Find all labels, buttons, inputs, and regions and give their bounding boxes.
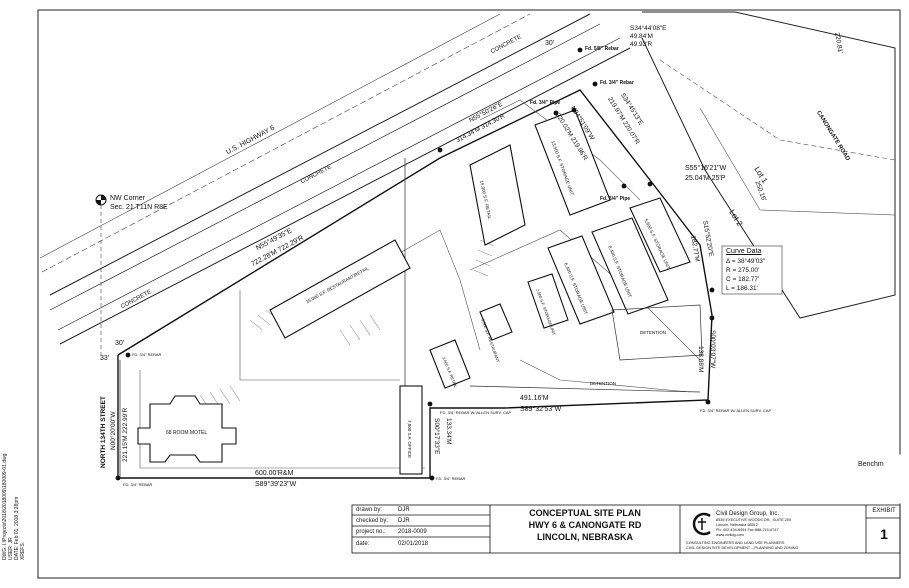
building-office-7800 (399, 385, 423, 475)
detention-area (611, 304, 703, 361)
fd-pipe-2: Fd. 3/4" Pipe (600, 196, 631, 202)
nw-corner-section: Sec. 21 T11N R8E (110, 204, 168, 211)
project-no-label: project no.: (356, 529, 386, 535)
firm-phone: Ph. 402-434-8494 Fax 888-215-6747 (716, 528, 779, 532)
firm-tagline-1: CONSULTING ENGINEERS AND LAND USE PLANNE… (686, 541, 785, 545)
drawn-by-value: DJR (398, 507, 410, 513)
firm-web: www.civildg.com (716, 533, 744, 537)
highway-edge (57, 37, 621, 331)
label-rebar-3: FD. 3/4" REBAR (123, 482, 153, 487)
lot-divider (659, 59, 896, 161)
checked-by-value: DJR (398, 518, 410, 524)
building-motel (137, 395, 237, 463)
building-retail-15000 (469, 144, 526, 246)
curve-radius: R = 275.00' (726, 267, 760, 274)
lot-line (699, 107, 896, 216)
bearing-s55-dist: 25.04'M 25'P (685, 175, 726, 182)
dist-30b: 30' (545, 40, 555, 47)
bearing-n00: N00°20'00"W (110, 411, 117, 450)
bearing-s89a: S89°32'53"W (520, 406, 562, 413)
fd-rebar-2: Fd. 3/4" Rebar (600, 80, 634, 86)
sheet-border (37, 9, 901, 579)
building-storage-5600 (629, 197, 691, 273)
curve-data-box (721, 245, 783, 295)
building-storage-8400 (591, 217, 669, 315)
label-office-7800: 7,800 S.F. OFFICE (407, 420, 412, 459)
project-no-value: 2018-0009 (398, 529, 427, 535)
property-boundary (117, 89, 713, 479)
plan-title: CONCEPTUAL SITE PLAN (529, 508, 641, 518)
bearing-s89b: S89°39'23"W (255, 481, 297, 488)
dist-30: 30' (115, 340, 125, 347)
curve-chord: C = 182.77' (726, 276, 760, 283)
plan-location: LINCOLN, NEBRASKA (537, 532, 633, 542)
highway-edge (49, 13, 591, 296)
title-block (351, 504, 901, 554)
date-value: 02/01/2018 (398, 541, 429, 547)
building-restaurant-5500 (479, 303, 513, 341)
exhibit-label: EXHIBIT (872, 508, 896, 514)
bearing-s00: S00°03'07"W (709, 330, 716, 369)
highway-edge (59, 47, 631, 345)
exhibit-number: 1 (880, 526, 888, 542)
bearing-top-m: 49.84'M (630, 33, 653, 40)
bearing-top: S34°44'08"E (630, 25, 667, 32)
curve-title: Curve Data (726, 248, 762, 255)
label-motel: 68 ROOM MOTEL (166, 430, 208, 436)
curve-length: L = 186.31' (726, 285, 758, 292)
label-detention-2: DETENTION (590, 381, 617, 386)
fd-pipe-1: Fd. 3/4" Pipe (530, 100, 561, 106)
street-label: NORTH 134TH STREET (100, 396, 107, 468)
checked-by-label: checked by: (356, 518, 389, 524)
bearing-s00b2-dist: 133.34'M (445, 418, 452, 445)
firm-address-1: 8535 EXECUTIVE WOODS DR., SUITE 200 (716, 518, 792, 522)
date-label: date: (356, 541, 370, 547)
bearing-s00-dist: 138.88'M (697, 346, 704, 373)
bearing-top-r: 49.93'R (630, 41, 653, 48)
fd-rebar-1: Fd. 5/8" Rebar (585, 46, 619, 52)
dist-600: 600.00'R&M (255, 470, 294, 477)
highway-edge (39, 13, 501, 259)
drawn-by-label: drawn by: (356, 507, 383, 513)
dist-33: 33' (100, 355, 110, 362)
nw-corner-label: NW Corner (110, 195, 146, 202)
building-storage-13500 (534, 109, 611, 216)
building-storage-6400 (547, 235, 615, 325)
bearing-s00b2: S00°17'33"E (433, 418, 440, 455)
building-restaurant-retail (269, 239, 411, 339)
firm-logo-icon (692, 512, 711, 536)
highway-centerline (41, 13, 531, 273)
dist-491: 491.16'M (520, 395, 549, 402)
building-storage-2500 (527, 273, 569, 329)
curve-delta: Δ = 38°49'03" (726, 258, 766, 265)
lot-boundary (641, 11, 896, 319)
firm-address-2: Lincoln, Nebraska 68512 (716, 523, 759, 527)
firm-tagline-2: CIVIL DESIGN SITE DEVELOPMENT – PLANNING… (686, 546, 799, 550)
firm-name: Civil Design Group, Inc. (716, 511, 780, 517)
label-rebar-4: FD. 3/4" REBAR (436, 476, 466, 481)
label-detention-1: DETENTION (640, 330, 667, 335)
bearing-n00-dist: 221.15'M 222.99'R (122, 407, 129, 462)
building-retail-3600 (429, 339, 471, 389)
benchmark-title: Benchm (858, 461, 884, 468)
label-rebar-1: FD. 3/4" REBAR W/ ALLEN SURV. CAP (440, 410, 512, 415)
bearing-s55: S55°16'21"W (685, 165, 727, 172)
label-rebar-2: FD. 3/4" REBAR W/ ALLEN SURV. CAP (700, 408, 772, 413)
plan-subtitle: HWY 6 & CANONGATE RD (528, 520, 642, 530)
plot-stamp-xrefs: XREFS: (20, 541, 26, 560)
label-rebar-5: FD. 3/4" REBAR (132, 352, 162, 357)
highway-edge (49, 23, 601, 311)
